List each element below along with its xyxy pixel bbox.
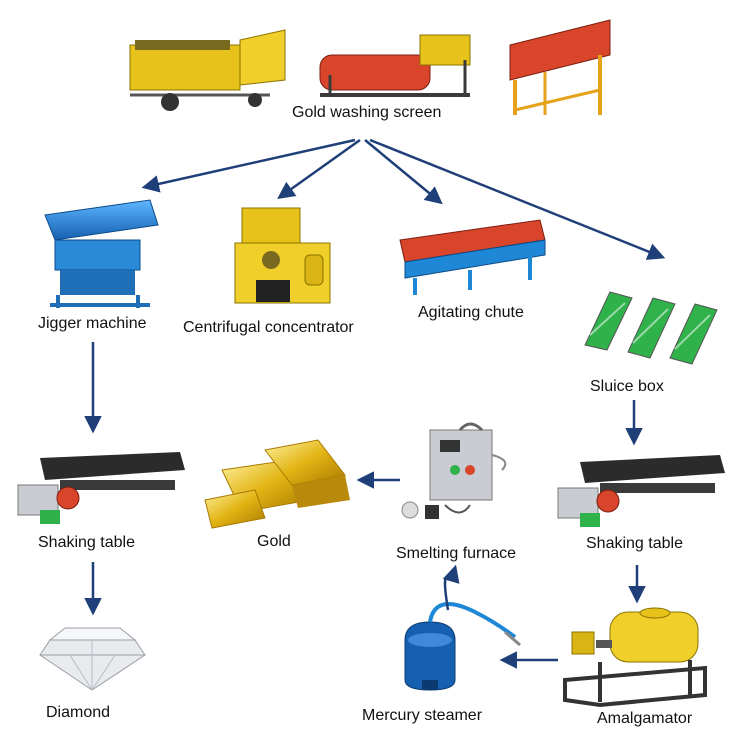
label-diamond: Diamond: [46, 704, 111, 721]
arrow-screen-to-centrifugal: [277, 138, 361, 200]
label-gold-washing-screen: Gold washing screen: [292, 104, 442, 121]
trommel-screen-red-image: [319, 34, 471, 97]
label-shaking-table-right: Shaking table: [586, 535, 683, 552]
label-sluice-box: Sluice box: [590, 378, 664, 395]
shaking-table-right-image: [557, 455, 725, 527]
arrow-screen-to-jigger: [141, 138, 356, 193]
smelting-furnace-image: [401, 422, 507, 519]
amalgamator-image: [563, 607, 707, 708]
label-gold: Gold: [257, 533, 291, 550]
arrow-screen-to-sluice: [369, 138, 666, 260]
arrow-screen-to-chute: [364, 139, 443, 205]
sluice-box-image: [584, 291, 718, 365]
trommel-screen-yellow-image: [129, 29, 286, 111]
vibrating-screen-image: [509, 19, 611, 115]
label-mercury-steamer: Mercury steamer: [362, 707, 483, 724]
label-amalgamator: Amalgamator: [597, 710, 693, 727]
label-centrifugal-concentrator: Centrifugal concentrator: [183, 319, 354, 336]
label-agitating-chute: Agitating chute: [418, 304, 524, 321]
gold-bars-image: [204, 439, 350, 529]
agitating-chute-image: [399, 219, 546, 295]
label-smelting-furnace: Smelting furnace: [396, 545, 517, 562]
label-shaking-table-left: Shaking table: [38, 534, 135, 551]
mercury-steamer-image: [404, 602, 521, 691]
arrow-mercury-to-smelting: [442, 564, 460, 611]
jigger-machine-image: [44, 199, 159, 308]
diamond-image: [39, 627, 146, 691]
shaking-table-left-image: [17, 452, 185, 524]
label-jigger-machine: Jigger machine: [38, 315, 147, 332]
centrifugal-concentrator-image: [234, 207, 331, 304]
